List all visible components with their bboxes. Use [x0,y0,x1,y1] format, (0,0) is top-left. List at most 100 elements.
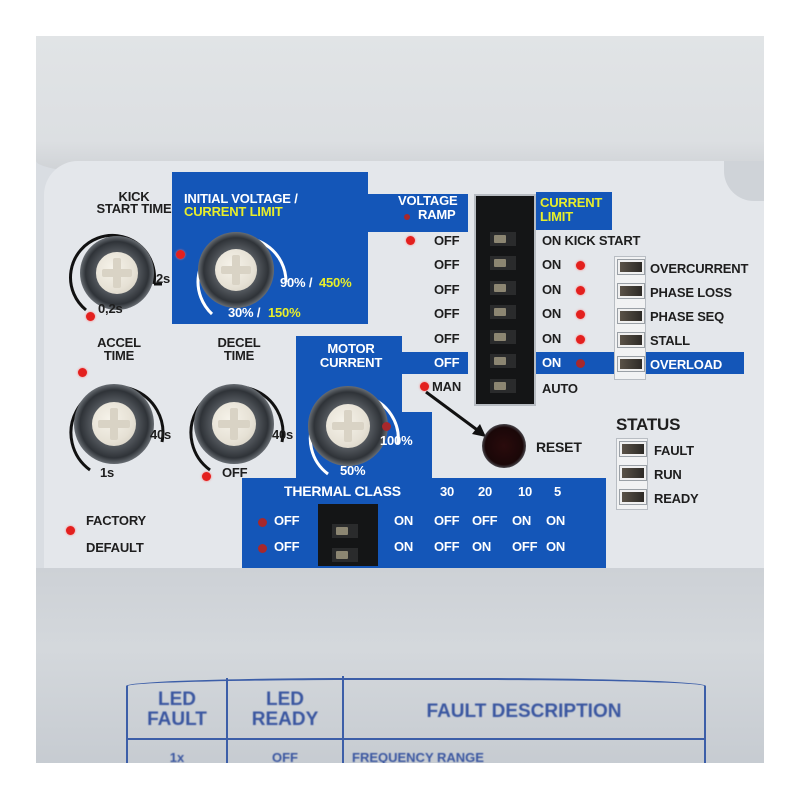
thermal-class-20: 20 [478,484,493,499]
thermal-row2-c30: OFF [434,539,460,554]
fault-table [126,678,706,763]
motor-current-knob[interactable] [308,386,388,466]
thermal-class-30: 30 [440,484,455,499]
decel-title-2: TIME [223,348,255,363]
voltage-ramp-title-1: VOLTAGE [398,193,458,208]
motor-current-off-strip [396,352,468,374]
initial-voltage-min: 30% / [228,305,261,320]
overcurrent-led [618,260,644,274]
dip-left-1: OFF [434,233,460,248]
thermal-row1-led-dot [258,518,267,527]
dip-left-7: MAN [432,379,462,394]
dip-switch-4[interactable] [490,305,516,319]
dip-right-2: ON [542,257,562,272]
phase-loss-led [618,284,644,298]
overcurrent-led-dot [576,261,585,270]
voltage-ramp-header-block [366,194,468,232]
initial-voltage-max: 90% / [280,275,313,290]
motor-current-max: 100% [380,433,413,448]
phase-loss-led-dot [576,286,585,295]
status-title: STATUS [616,415,681,434]
phase-loss-label: PHASE LOSS [650,285,732,300]
dip-switch-2[interactable] [490,256,516,270]
fault-table-header-2-line1: LED [266,689,304,710]
ready-led [620,490,646,504]
thermal-row2-c20: ON [472,539,492,554]
stall-label: STALL [650,333,690,348]
fault-table-header-3: FAULT DESCRIPTION [426,701,622,722]
factory-default-led-dot [66,526,75,535]
kick-start-max: 2s [156,271,171,286]
thermal-row1-left: OFF [274,513,300,528]
current-limit-header-1: CURRENT [540,195,603,210]
current-limit-min: 150% [268,305,301,320]
thermal-row1-c20: OFF [472,513,498,528]
man-led-dot [420,382,429,391]
fault-table-row1-fault: 1x [169,750,185,763]
factory-default-line1: FACTORY [86,513,146,528]
current-limit-header-block [536,192,612,230]
reset-label: RESET [536,439,582,455]
dip-switch-5[interactable] [490,330,516,344]
dip-left-2: OFF [434,257,460,272]
thermal-dip-1[interactable] [332,524,358,538]
motor-current-title-1: MOTOR [327,341,375,356]
thermal-row2-c10: OFF [512,539,538,554]
soft-starter-photo: KICK START TIME 0,2s 2s INITIAL VOLTAGE … [36,36,764,763]
overcurrent-label: OVERCURRENT [650,261,749,276]
thermal-row2-c5: ON [546,539,566,554]
thermal-class-5: 5 [554,484,562,499]
dip-left-6: OFF [434,355,460,370]
dip-1-led-dot [406,236,415,245]
decel-led-dot [202,472,211,481]
motor-current-min: 50% [340,463,366,478]
thermal-dip-2[interactable] [332,548,358,562]
accel-led-dot [78,368,87,377]
stall-led-dot [576,335,585,344]
lower-cover: LED FAULT LED READY FAULT DESCRIPTION 1x… [36,568,764,763]
initial-voltage-knob[interactable] [198,232,274,308]
dip-switch-7[interactable] [490,379,516,393]
phase-seq-led [618,309,644,323]
thermal-class-dip-switch [316,502,380,568]
factory-default-line2: DEFAULT [86,540,144,555]
dip-right-3: ON [542,282,562,297]
accel-min: 1s [100,465,115,480]
decel-time-knob[interactable] [194,384,274,464]
fault-table-header-1-line1: LED [158,689,196,710]
thermal-row1-c10: ON [512,513,532,528]
motor-current-right-ext [396,412,432,482]
thermal-class-block [242,478,606,568]
dip-switch-3[interactable] [490,281,516,295]
thermal-class-title: THERMAL CLASS [284,483,401,499]
ready-status-label: READY [654,491,699,506]
run-led [620,466,646,480]
thermal-row1-right: ON [394,513,414,528]
overload-led [618,357,644,371]
dip-right-7: AUTO [542,381,578,396]
overload-label-strip [614,352,744,374]
current-limit-max: 450% [319,275,352,290]
kick-start-title-1: KICK [118,189,150,204]
decel-max: 40s [272,427,294,442]
thermal-row2-right: ON [394,539,414,554]
dip-switch-bank [474,194,536,406]
overload-on-strip [536,352,614,374]
dip-left-5: OFF [434,331,460,346]
decel-title-1: DECEL [217,335,261,350]
reset-button[interactable] [482,424,526,468]
accel-time-knob[interactable] [74,384,154,464]
man-to-reset-arrow-icon [425,390,486,437]
thermal-row2-led-dot [258,544,267,553]
overload-label: OVERLOAD [650,357,723,372]
decel-min: OFF [222,465,248,480]
dip-right-6: ON [542,355,562,370]
dip-switch-6[interactable] [490,354,516,368]
dip-left-3: OFF [434,282,460,297]
dip-switch-1[interactable] [490,232,516,246]
kick-start-time-knob[interactable] [80,236,154,310]
phase-seq-led-dot [576,310,585,319]
accel-title-1: ACCEL [97,335,141,350]
initial-voltage-led-dot [176,250,185,259]
current-limit-title: CURRENT LIMIT [184,204,283,219]
